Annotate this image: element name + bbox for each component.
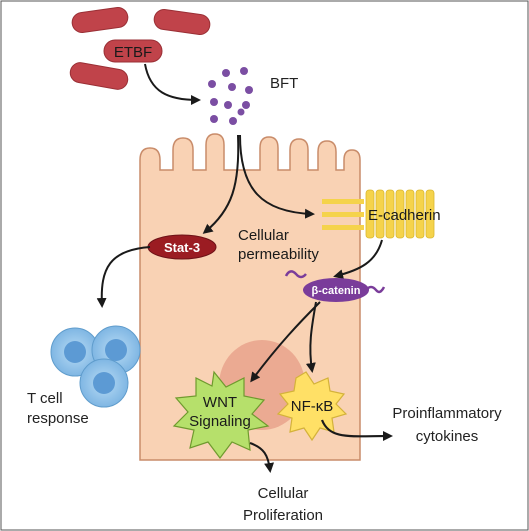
e-cadherin-complex	[322, 189, 435, 239]
t-cell-label-line1: T cell	[27, 390, 63, 407]
bft-dot	[208, 80, 216, 88]
beta-catenin-tail	[365, 285, 386, 294]
bft-dot	[245, 86, 253, 94]
t-cell-label-line2: response	[27, 410, 89, 427]
e-cadherin-domain	[365, 189, 375, 239]
arrow-wnt-to-proliferation	[249, 442, 275, 473]
bft-dot	[228, 83, 236, 91]
bft-dot	[224, 101, 232, 109]
bft-dot	[222, 69, 230, 77]
stat3-label: Stat-3	[164, 240, 200, 255]
cellular-permeability-line2: permeability	[238, 246, 319, 263]
bft-dot	[237, 108, 245, 116]
e-cadherin-bar	[322, 225, 364, 230]
t-cell-nucleus	[105, 339, 127, 361]
beta-catenin-body	[303, 278, 369, 302]
bft-toxin-dots	[208, 67, 253, 125]
arrow-beta-catenin-to-wnt	[250, 301, 321, 383]
e-cadherin-domain	[395, 189, 405, 239]
arrow-stat3-to-t-cell	[96, 246, 151, 308]
e-cadherin-domain	[415, 189, 425, 239]
bacterium-3	[69, 62, 129, 90]
arrow-beta-catenin-to-nfkb	[305, 301, 317, 373]
arrow-bft-to-e-cadherin	[239, 134, 315, 219]
nfkb-star	[276, 371, 348, 442]
beta-catenin-tail	[284, 270, 307, 279]
bft-dot	[240, 67, 248, 75]
t-cell-nucleus	[64, 341, 86, 363]
wnt-signaling-star	[172, 370, 270, 459]
cellular-permeability-line1: Cellular	[238, 227, 289, 244]
t-cell-nucleus	[93, 372, 115, 394]
beta-catenin-node: β-catenin	[284, 270, 386, 302]
bft-dot	[242, 101, 250, 109]
arrow-bft-to-stat3	[202, 134, 240, 234]
bft-label: BFT	[270, 75, 298, 92]
bft-dot	[210, 98, 218, 106]
t-cell-cluster	[50, 325, 141, 408]
etbf-label: ETBF	[114, 44, 152, 61]
proliferation-line1: Cellular	[258, 485, 309, 502]
e-cadherin-bar	[322, 199, 364, 204]
bacterium-1	[71, 6, 129, 34]
proinflammatory-line2: cytokines	[416, 428, 479, 445]
proliferation-line2: Proliferation	[243, 507, 323, 524]
arrow-etbf-to-bft	[144, 63, 201, 105]
arrow-nfkb-to-cytokines	[320, 419, 393, 442]
e-cadherin-label: E-cadherin	[368, 207, 441, 224]
bft-dot	[210, 115, 218, 123]
e-cadherin-domain	[425, 189, 435, 239]
bacterium-2	[153, 8, 211, 36]
arrow-e-cadherin-to-beta-catenin	[333, 239, 383, 280]
e-cadherin-domain	[405, 189, 415, 239]
beta-catenin-label: β-catenin	[312, 285, 361, 297]
bacteria-group: ETBF	[69, 6, 211, 90]
e-cadherin-domain	[385, 189, 395, 239]
proinflammatory-line1: Proinflammatory	[392, 405, 502, 422]
wnt-label-line2: Signaling	[189, 413, 251, 430]
bacterium-etbf	[103, 39, 163, 63]
e-cadherin-domain	[375, 189, 385, 239]
wnt-label-line1: WNT	[203, 394, 237, 411]
e-cadherin-bar	[322, 212, 364, 217]
nfkb-label: NF-κB	[291, 398, 334, 415]
bft-dot	[229, 117, 237, 125]
